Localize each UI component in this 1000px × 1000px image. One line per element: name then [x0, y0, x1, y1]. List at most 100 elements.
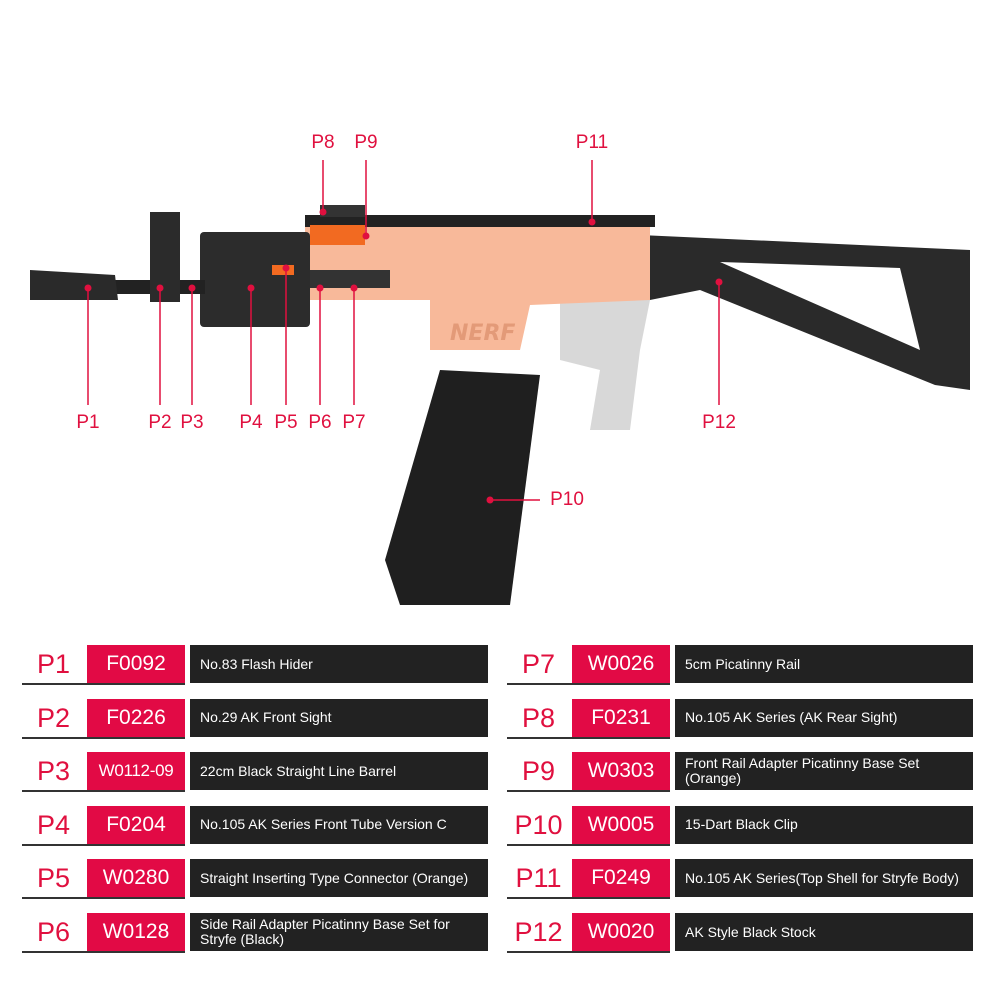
grip	[560, 300, 650, 430]
part-code: W0280	[87, 859, 185, 898]
callout-p6: P6	[308, 412, 332, 433]
part-description: No.105 AK Series Front Tube Version C	[190, 805, 488, 844]
rail-adapter-orange	[310, 225, 365, 245]
part-description: No.29 AK Front Sight	[190, 698, 488, 737]
nerf-logo: NERF	[450, 321, 515, 346]
callout-p5: P5	[274, 412, 298, 433]
part-row: P3 W0112-09 22cm Black Straight Line Bar…	[22, 752, 488, 793]
callout-dots	[84, 208, 723, 504]
part-description-text: 15-Dart Black Clip	[685, 816, 798, 833]
divider	[507, 790, 670, 793]
part-description-text: Front Rail Adapter Picatinny Base Set (O…	[685, 755, 920, 787]
part-row: P1 F0092 No.83 Flash Hider	[22, 645, 488, 685]
magazine	[385, 370, 540, 605]
part-number: P6	[36, 917, 71, 947]
divider	[507, 897, 670, 900]
part-description: Front Rail Adapter Picatinny Base Set (O…	[675, 752, 973, 791]
part-number: P8	[521, 702, 556, 733]
part-row: P11 F0249 No.105 AK Series(Top Shell for…	[507, 859, 973, 900]
divider	[507, 843, 670, 846]
part-row: P5 W0280 Straight Inserting Type Connect…	[22, 859, 488, 900]
part-code: F0204	[87, 805, 185, 844]
part-description: 22cm Black Straight Line Barrel	[190, 752, 488, 791]
part-number: P12	[514, 917, 563, 947]
part-number: P11	[515, 863, 562, 894]
divider	[22, 951, 185, 953]
part-description-text: No.83 Flash Hider	[200, 655, 313, 672]
stock	[640, 235, 970, 390]
divider	[22, 897, 185, 900]
front-sight	[150, 212, 180, 302]
part-description: Straight Inserting Type Connector (Orang…	[190, 859, 488, 898]
callout-p4: P4	[239, 412, 263, 433]
part-row: P9 W0303 Front Rail Adapter Picatinny Ba…	[507, 752, 973, 793]
part-code: F0226	[87, 698, 185, 737]
part-description: Side Rail Adapter Picatinny Base Set for…	[190, 913, 488, 951]
part-row: P2 F0226 No.29 AK Front Sight	[22, 698, 488, 739]
divider	[22, 843, 185, 846]
callout-p11: P11	[575, 132, 609, 153]
part-row: P4 F0204 No.105 AK Series Front Tube Ver…	[22, 805, 488, 846]
part-code: W0026	[572, 645, 670, 683]
part-number: P4	[36, 809, 71, 840]
callout-p9: P9	[354, 132, 378, 153]
divider	[22, 736, 185, 739]
rear-sight	[320, 205, 365, 217]
part-number: P9	[521, 756, 556, 787]
part-description-text: Straight Inserting Type Connector (Orang…	[200, 869, 469, 886]
callout-p12: P12	[702, 412, 736, 433]
part-description: No.105 AK Series(Top Shell for Stryfe Bo…	[675, 859, 973, 898]
part-row: P12 W0020 AK Style Black Stock	[507, 913, 973, 953]
part-description: 5cm Picatinny Rail	[675, 645, 973, 683]
part-row: P8 F0231 No.105 AK Series (AK Rear Sight…	[507, 698, 973, 739]
callout-p8: P8	[311, 132, 335, 153]
part-description: No.105 AK Series (AK Rear Sight)	[675, 698, 973, 737]
part-number: P1	[36, 649, 71, 679]
part-description-text: Side Rail Adapter Picatinny Base Set for…	[200, 916, 450, 947]
callout-p1: P1	[76, 412, 100, 433]
part-number: P10	[514, 809, 563, 840]
picatinny-rail	[310, 270, 390, 288]
part-code: W0005	[572, 805, 670, 844]
connector-orange	[272, 265, 294, 275]
flash-hider	[30, 270, 118, 300]
part-code: W0303	[572, 752, 670, 791]
part-description-text: No.105 AK Series (AK Rear Sight)	[685, 709, 898, 726]
divider	[22, 790, 185, 793]
part-description-text: AK Style Black Stock	[685, 923, 816, 940]
part-number: P2	[36, 702, 71, 733]
part-description-text: No.105 AK Series(Top Shell for Stryfe Bo…	[685, 869, 959, 886]
part-code: F0092	[87, 645, 185, 683]
divider	[22, 683, 185, 685]
part-code: W0020	[572, 913, 670, 951]
part-row: P10 W0005 15-Dart Black Clip	[507, 805, 973, 846]
front-tube	[200, 232, 310, 327]
part-code: F0249	[572, 859, 670, 898]
callout-p2: P2	[148, 412, 172, 433]
blaster-illustration: NERF	[30, 160, 970, 605]
blaster-body	[305, 225, 650, 350]
part-description-text: No.105 AK Series Front Tube Version C	[200, 816, 447, 833]
callout-p7: P7	[342, 412, 366, 433]
part-description-text: 22cm Black Straight Line Barrel	[200, 762, 397, 779]
part-description: 15-Dart Black Clip	[675, 805, 973, 844]
divider	[507, 736, 670, 739]
part-number: P7	[521, 649, 556, 679]
part-row: P7 W0026 5cm Picatinny Rail	[507, 645, 973, 685]
divider	[507, 951, 670, 953]
part-description-text: No.29 AK Front Sight	[200, 709, 332, 726]
part-description-text: 5cm Picatinny Rail	[685, 655, 801, 672]
part-description: AK Style Black Stock	[675, 913, 973, 951]
callout-lines	[87, 160, 720, 501]
divider	[507, 683, 670, 685]
part-code: W0112-09	[87, 752, 185, 791]
callout-p10: P10	[550, 489, 584, 510]
callout-p3: P3	[180, 412, 204, 433]
part-number: P5	[36, 863, 71, 894]
part-code: W0128	[87, 913, 185, 951]
top-shell	[305, 215, 655, 227]
part-row: P6 W0128 Side Rail Adapter Picatinny Bas…	[22, 913, 488, 953]
part-description: No.83 Flash Hider	[190, 645, 488, 683]
part-number: P3	[36, 756, 71, 787]
part-code: F0231	[572, 698, 670, 737]
